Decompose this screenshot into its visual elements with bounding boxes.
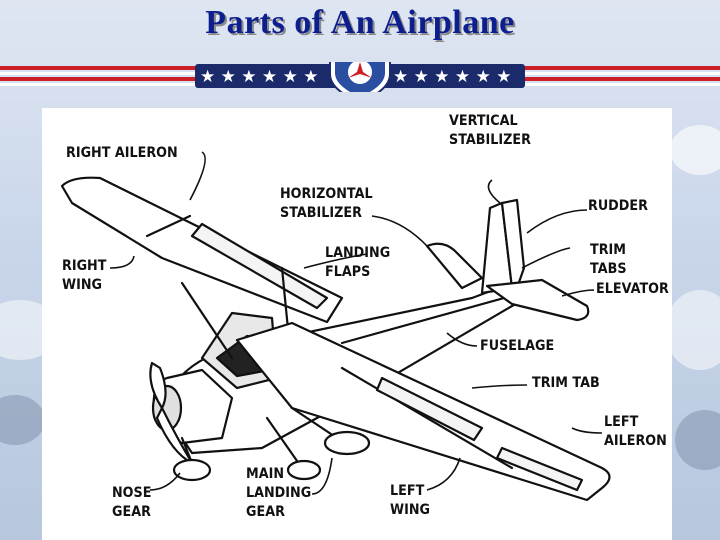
right-wing-shape	[60, 176, 344, 324]
label-left-aileron: LEFT AILERON	[604, 414, 667, 449]
label-vertical-stabilizer: VERTICAL STABILIZER	[449, 113, 531, 148]
label-trim-tabs: TRIM TABS	[590, 242, 627, 277]
label-trim-tab: TRIM TAB	[532, 375, 600, 391]
label-elevator: ELEVATOR	[596, 281, 669, 297]
label-left-wing: LEFT WING	[390, 483, 430, 518]
main-gear-wheel	[323, 430, 371, 456]
label-fuselage: FUSELAGE	[480, 338, 555, 354]
label-right-wing: RIGHT WING	[62, 258, 107, 293]
rudder-shape	[500, 198, 526, 290]
label-nose-gear: NOSE GEAR	[112, 485, 152, 520]
svg-text:★ ★ ★ ★ ★ ★: ★ ★ ★ ★ ★ ★	[200, 67, 318, 87]
horizontal-stabilizer-shape	[425, 242, 484, 290]
star-icons: ★ ★ ★ ★ ★ ★ ★ ★ ★ ★ ★ ★	[200, 67, 511, 87]
airplane-drawing	[60, 151, 611, 502]
label-rudder: RUDDER	[588, 198, 648, 214]
label-landing-flaps: LANDING FLAPS	[325, 245, 391, 280]
label-main-landing-gear: MAIN LANDING GEAR	[246, 466, 312, 520]
star-banner: ★ ★ ★ ★ ★ ★ ★ ★ ★ ★ ★ ★	[0, 62, 720, 92]
label-right-aileron: RIGHT AILERON	[66, 145, 178, 161]
airplane-diagram: RIGHT AILERON VERTICAL STABILIZER HORIZO…	[42, 108, 672, 540]
leader-lines	[109, 151, 603, 495]
cap-shield-icon	[329, 62, 391, 92]
page-title: Parts of An Airplane	[205, 4, 515, 41]
elevator-shape	[485, 278, 590, 322]
nose-gear-wheel	[172, 458, 212, 482]
svg-text:★ ★ ★ ★ ★ ★: ★ ★ ★ ★ ★ ★	[393, 67, 511, 87]
label-horizontal-stabilizer: HORIZONTAL STABILIZER	[280, 186, 373, 221]
